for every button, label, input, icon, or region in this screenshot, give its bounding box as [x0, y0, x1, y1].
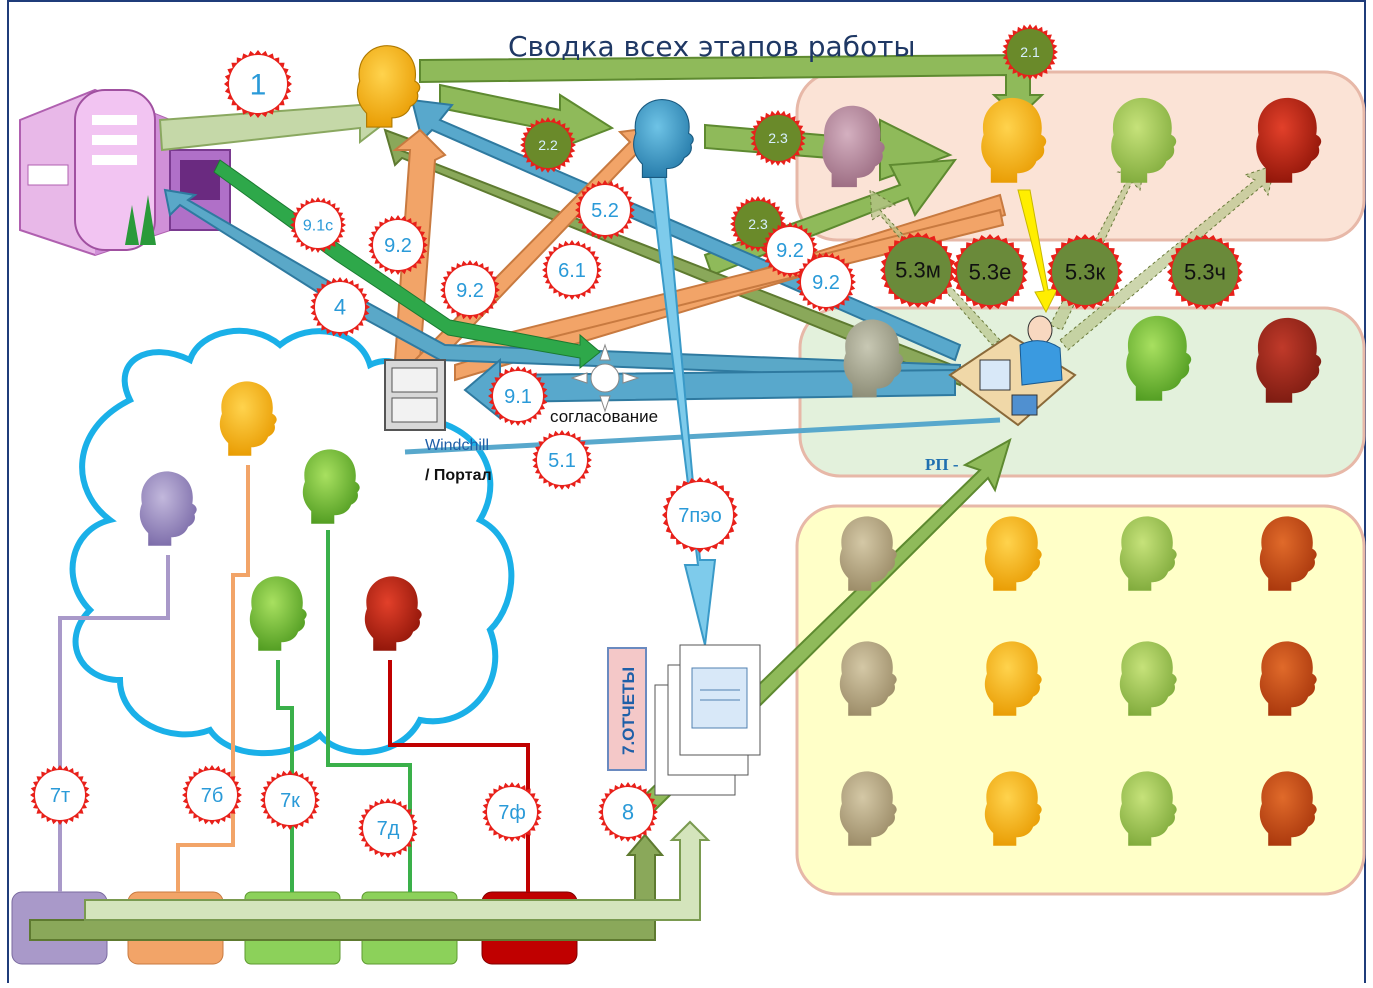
step-badge-label: 2.3: [768, 130, 788, 146]
step-badge-9-1c: 9.1с: [290, 197, 346, 253]
step-badge-label: 7т: [50, 785, 70, 807]
arrow-7peo: [648, 174, 717, 646]
step-badge-1: 1: [224, 50, 292, 118]
line-7t: [58, 555, 170, 892]
step-badge-label: 4: [334, 295, 346, 320]
step-badge-label: 9.2: [456, 280, 484, 302]
step-badge-label: 7ф: [498, 802, 526, 824]
step-badge-7peo: 7пэо: [662, 477, 738, 553]
company-building-icon: [19, 88, 231, 257]
step-badge-9-2d: 9.2: [796, 252, 856, 312]
step-badge-label: 7б: [201, 785, 224, 807]
step-badge-2-3a: 2.3: [750, 110, 806, 166]
step-badge-2-2: 2.2: [520, 117, 576, 173]
soglasovanie-label: согласование: [550, 407, 658, 426]
step-badge-label: 2.1: [1020, 44, 1040, 60]
step-badge-7k: 7к: [260, 770, 320, 830]
windchill-label: Windchill: [425, 437, 489, 454]
step-badge-6-1: 6.1: [542, 240, 602, 300]
step-badge-label: 2.3: [748, 216, 768, 232]
arrow-yellow: [1017, 189, 1059, 314]
step-badge-label: 1: [250, 69, 267, 102]
step-badge-label: 7д: [377, 818, 400, 840]
step-badge-label: 5.2: [591, 200, 619, 222]
step-badge-label: 9.1с: [303, 218, 333, 235]
step-badge-label: 5.3е: [969, 260, 1012, 285]
step-badge-9-2b: 9.2: [440, 260, 500, 320]
step-badge-5-3k: 5.3к: [1047, 234, 1123, 310]
step-badge-9-2a: 9.2: [368, 215, 428, 275]
page-title: Сводка всех этапов работы: [508, 30, 916, 63]
rp-label: РП -: [925, 455, 959, 474]
step-badge-7d: 7д: [358, 798, 418, 858]
step-badge-label: 9.2: [384, 235, 412, 257]
arrow-5-1: [404, 417, 1001, 455]
project-manager-desk-icon: [948, 315, 1077, 427]
step-badge-label: 9.2: [812, 272, 840, 294]
engineer-head-icon: [633, 99, 694, 178]
step-badge-7t: 7т: [30, 765, 90, 825]
step-badges: 1 2.1 2.2 2.3 2.3 5.2 9.1с 9.2 9.2 9.2 9.2 6.1 4 9.1 5…: [30, 24, 1243, 858]
step-badge-5-3ch: 5.3ч: [1167, 234, 1243, 310]
staff-panel: [795, 504, 1366, 896]
step-badge-label: 5.3к: [1065, 260, 1106, 285]
step-badge-5-3m: 5.3м: [880, 232, 956, 308]
step-badge-7b: 7б: [182, 765, 242, 825]
approval-sun-icon: [570, 343, 640, 413]
reports-label: 7.ОТЧЕТЫ: [619, 667, 638, 755]
step-badge-label: 5.3ч: [1184, 260, 1226, 285]
step-badge-5-1: 5.1: [532, 430, 592, 490]
archive-cabinet-icon: [384, 359, 446, 431]
step-badge-label: 5.3м: [895, 258, 941, 283]
step-badge-label: 9.2: [776, 240, 804, 262]
step-badge-4: 4: [310, 277, 370, 337]
step-badge-7f: 7ф: [482, 782, 542, 842]
line-7b: [176, 465, 250, 892]
director-head-icon: [356, 45, 421, 128]
step-badge-5-2: 5.2: [575, 180, 635, 240]
cloud-shape: [69, 327, 515, 757]
portal-label: / Портал: [425, 467, 492, 484]
step-badge-label: 9.1: [504, 386, 532, 408]
step-badge-8: 8: [598, 782, 658, 842]
step-badge-label: 5.1: [548, 450, 576, 472]
step-badge-label: 7пэо: [678, 505, 722, 527]
step-badge-label: 6.1: [558, 260, 586, 282]
step-badge-5-3e: 5.3е: [952, 234, 1028, 310]
arrow-5-3m: [869, 189, 1001, 346]
arrow-5-3ch: [1059, 164, 1276, 351]
step-badge-label: 2.2: [538, 137, 558, 153]
step-badge-9-1: 9.1: [488, 366, 548, 426]
reports-label-box: [607, 647, 647, 771]
step-badge-label: 8: [622, 800, 634, 825]
reports-documents-icon: [654, 644, 761, 796]
step-badge-label: 7к: [280, 790, 300, 812]
step-badge-2-1: 2.1: [1002, 24, 1058, 80]
